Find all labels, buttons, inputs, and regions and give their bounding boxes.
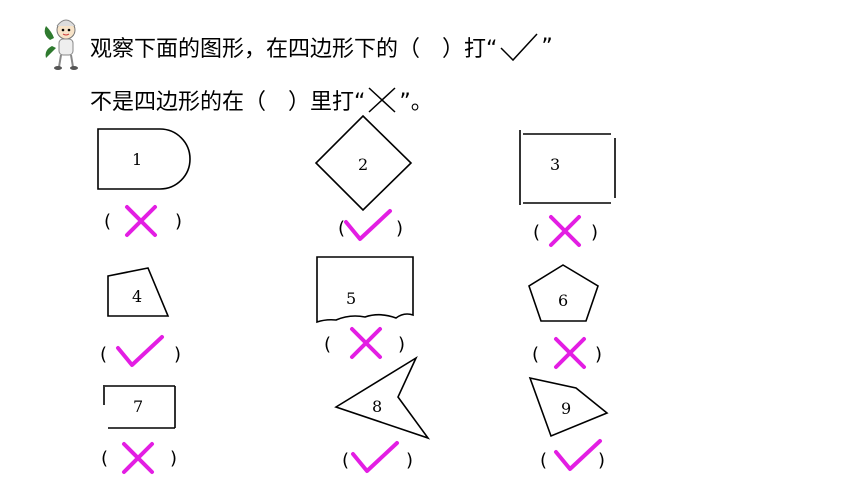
- instruction-line-2-text: 不是四边形的在（ ）里打“: [90, 90, 366, 115]
- cross-mark-3: [549, 215, 581, 247]
- cross-mark-icon: [368, 87, 396, 113]
- figure-label-8: 8: [372, 397, 382, 416]
- figure-label-1: 1: [132, 150, 142, 169]
- instruction-line-2: 不是四边形的在（ ）里打“ ”。: [90, 84, 433, 116]
- figure-label-3: 3: [550, 155, 560, 174]
- cross-mark-5: [350, 327, 382, 359]
- answer-paren-close-6: ): [595, 344, 602, 365]
- answer-paren-close-5: ): [398, 334, 405, 355]
- answer-paren-open-7: (: [101, 448, 108, 469]
- answer-paren-open-3: (: [533, 222, 540, 243]
- answer-paren-close-4: ): [174, 344, 181, 365]
- instruction-line-1-end: ”: [541, 34, 553, 60]
- shape-8: [334, 355, 431, 440]
- shape-6: [528, 264, 599, 322]
- answer-paren-close-9: ): [598, 450, 605, 471]
- mascot-icon: [44, 19, 78, 70]
- answer-paren-open-8: (: [342, 450, 349, 471]
- shape-9: [528, 376, 609, 438]
- answer-paren-close-8: ): [406, 450, 413, 471]
- figure-label-9: 9: [561, 399, 571, 418]
- instruction-line-2-end: ”。: [399, 90, 433, 115]
- figure-label-6: 6: [558, 291, 568, 310]
- figure-label-4: 4: [132, 287, 142, 306]
- shape-4: [107, 267, 170, 317]
- answer-paren-close-7: ): [170, 448, 177, 469]
- check-mark-8: [351, 441, 399, 473]
- shape-7: [103, 385, 176, 429]
- instruction-line-1: 观察下面的图形，在四边形下的（ ）打“ ”: [90, 30, 553, 64]
- cross-mark-6: [554, 337, 586, 369]
- answer-paren-close-3: ): [591, 222, 598, 243]
- answer-paren-open-5: (: [324, 334, 331, 355]
- answer-paren-open-2: (: [338, 218, 345, 239]
- figure-label-5: 5: [346, 289, 356, 308]
- shape-3: [519, 130, 616, 205]
- answer-paren-close-2: ): [396, 218, 403, 239]
- instruction-line-1-text: 观察下面的图形，在四边形下的（ ）打“: [90, 37, 498, 62]
- answer-paren-open-6: (: [532, 344, 539, 365]
- figure-label-2: 2: [358, 155, 368, 174]
- figure-label-7: 7: [133, 397, 143, 416]
- shape-2: [314, 114, 413, 212]
- shape-1: [97, 128, 191, 190]
- check-mark-9: [554, 439, 602, 471]
- cross-mark-7: [122, 442, 154, 474]
- answer-paren-open-4: (: [100, 344, 107, 365]
- answer-paren-open-1: (: [104, 211, 111, 232]
- shape-5: [316, 256, 414, 324]
- answer-paren-open-9: (: [540, 450, 547, 471]
- check-mark-4: [116, 335, 164, 367]
- check-mark-2: [344, 209, 392, 241]
- answer-paren-close-1: ): [175, 211, 182, 232]
- check-mark-icon: [500, 33, 538, 62]
- cross-mark-1: [125, 205, 157, 237]
